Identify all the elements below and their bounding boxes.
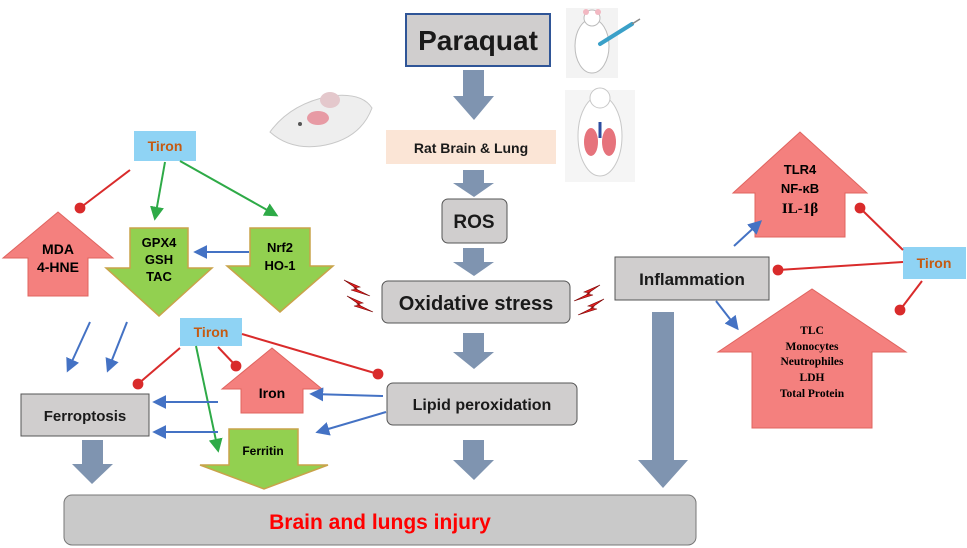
neutrophiles-label: Neutrophiles [780, 356, 844, 368]
rat-head-icon [269, 92, 373, 148]
flow-arrow-6 [72, 440, 113, 484]
total-protein-label: Total Protein [780, 388, 845, 400]
flow-arrow-7 [638, 312, 688, 488]
blue-arrow-lines [66, 220, 763, 439]
iron-label: Iron [259, 385, 285, 401]
blue-arrow [315, 411, 387, 436]
inhibition-line [241, 333, 384, 380]
inhibition-line [217, 346, 242, 372]
rat-lungs-icon [565, 87, 635, 182]
gpx4-label: GPX4 [142, 235, 177, 250]
tlr4-label: TLR4 [784, 162, 817, 177]
ho-1-label: HO-1 [264, 258, 295, 273]
activation-line [179, 160, 279, 217]
blue-arrow [105, 321, 128, 373]
tlc-label: TLC [800, 325, 824, 337]
nrf2-down-arrow [224, 227, 336, 313]
mda-label: MDA [42, 241, 74, 257]
activation-line [195, 345, 223, 453]
tlr4-up-arrow [731, 131, 869, 238]
rat-brain-lung-label: Rat Brain & Lung [414, 140, 528, 156]
tiron-left-label: Tiron [148, 138, 183, 154]
inflammation-box [614, 256, 770, 301]
inhibition-line [74, 169, 131, 214]
lightning-bolt-icon [343, 279, 605, 316]
tiron-middle-label: Tiron [194, 324, 229, 340]
flow-arrow-3 [453, 248, 494, 276]
oxidative-stress-box [381, 280, 571, 324]
il1b-label: IL-1β [782, 201, 818, 217]
nfkb-label: NF-κB [781, 181, 819, 196]
inhibition-line [854, 202, 904, 251]
tiron-right-box [903, 247, 966, 279]
rat-injection-icon [566, 8, 641, 78]
injury-label: Brain and lungs injury [269, 511, 491, 534]
inhibition-line [132, 347, 181, 390]
tiron-middle-box [180, 318, 242, 346]
flow-arrow-1 [453, 70, 494, 120]
rat-brain-lung-box [386, 130, 556, 164]
monocytes-label: Monocytes [785, 341, 839, 353]
ferroptosis-box [20, 393, 150, 437]
lipid-peroxidation-label: Lipid peroxidation [413, 397, 552, 414]
blue-arrow [715, 300, 739, 331]
activation-line [150, 161, 166, 221]
tac-label: TAC [146, 269, 172, 284]
blue-arrow [66, 321, 91, 373]
inhibition-line [894, 280, 923, 316]
nrf2-label: Nrf2 [267, 240, 293, 255]
lipid-peroxidation-box [386, 382, 578, 426]
inhibition-lines [74, 169, 923, 390]
tiron-left-box [134, 131, 196, 161]
ros-box [441, 198, 508, 244]
paraquat-label: Paraquat [418, 25, 538, 56]
ferritin-down-arrow [199, 428, 329, 490]
ldh-label: LDH [800, 372, 825, 384]
ros-label: ROS [453, 212, 494, 233]
injury-box [63, 494, 697, 546]
flow-arrows [72, 70, 688, 488]
blue-arrow [733, 220, 763, 247]
inhibition-line [772, 261, 904, 276]
blue-arrow [309, 387, 384, 402]
tiron-right-label: Tiron [917, 255, 952, 271]
ferroptosis-label: Ferroptosis [44, 408, 127, 425]
paraquat-box [405, 13, 551, 67]
mda-up-arrow [1, 211, 115, 297]
tlc-up-arrow [716, 288, 908, 429]
flow-arrow-5 [453, 440, 494, 480]
flow-arrow-2 [453, 170, 494, 197]
4-hne-label: 4-HNE [37, 259, 79, 275]
gsh-label: GSH [145, 252, 173, 267]
iron-up-arrow [220, 347, 324, 414]
ferritin-label: Ferritin [242, 444, 283, 458]
inflammation-label: Inflammation [639, 270, 745, 289]
gpx4-down-arrow [104, 227, 214, 318]
oxidative-stress-label: Oxidative stress [399, 293, 554, 315]
flow-arrow-4 [453, 333, 494, 369]
